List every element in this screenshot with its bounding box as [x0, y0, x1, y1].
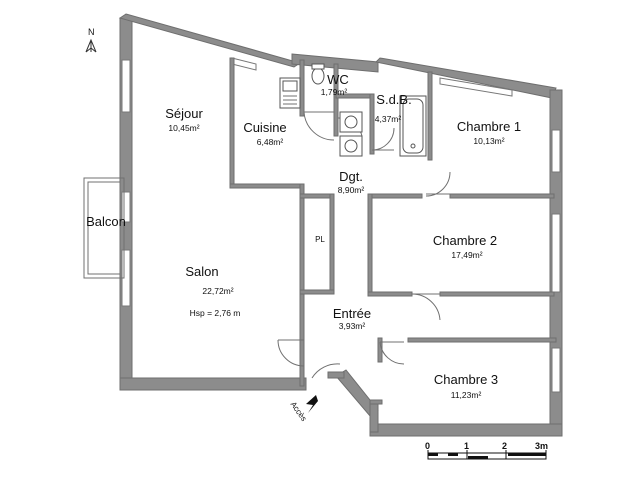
door-entree: [311, 363, 341, 379]
toilet: [311, 67, 325, 85]
room-chambre3-area: 11,23m²: [451, 390, 482, 400]
windows: [121, 57, 561, 393]
north-arrow: N: [85, 27, 97, 53]
room-chambre1-name: Chambre 1: [457, 119, 521, 134]
scale-label-3m: 3m: [535, 441, 548, 451]
room-chambre3-name: Chambre 3: [434, 372, 498, 387]
north-label: N: [88, 27, 95, 37]
door-sdb: [371, 127, 395, 151]
fixtures: [279, 63, 427, 157]
room-chambre2-name: Chambre 2: [433, 233, 497, 248]
interior-walls: [229, 57, 557, 405]
room-balcon-name: Balcon: [86, 214, 126, 229]
room-salon-note: Hsp = 2,76 m: [190, 308, 241, 318]
scale-label-2: 2: [502, 441, 507, 451]
room-entree-area: 3,93m²: [339, 321, 366, 331]
access-label: Accès: [289, 400, 309, 423]
window-sejour: [121, 59, 131, 113]
room-labels: Séjour 10,45m² Cuisine 6,48m² WC 1,79m² …: [86, 72, 521, 400]
door-salon: [277, 339, 305, 367]
room-sejour-area: 10,45m²: [168, 123, 199, 133]
door-chambre3: [379, 341, 405, 365]
room-wc-area: 1,79m²: [321, 87, 348, 97]
room-cuisine-area: 6,48m²: [257, 137, 284, 147]
door-chambre2: [411, 293, 441, 321]
room-sejour-name: Séjour: [165, 106, 203, 121]
window-chambre3: [551, 347, 561, 393]
window-chambre2: [551, 213, 561, 293]
room-cuisine-name: Cuisine: [243, 120, 286, 135]
room-pl-name: PL: [315, 235, 325, 244]
door-kitchen: [303, 111, 335, 141]
room-wc-name: WC: [327, 72, 349, 87]
window-chambre1: [551, 129, 561, 173]
room-sdb-area: 4,37m²: [375, 114, 402, 124]
room-salon-area: 22,72m²: [202, 286, 233, 296]
room-chambre2-area: 17,49m²: [451, 250, 482, 260]
room-entree-name: Entrée: [333, 306, 371, 321]
window-salon-1: [121, 191, 131, 223]
scale-bar: 0 1 2 3m: [425, 441, 548, 460]
door-chambre1: [425, 171, 451, 197]
room-salon-name: Salon: [185, 264, 218, 279]
doors: [277, 111, 451, 379]
room-dgt-name: Dgt.: [339, 169, 363, 184]
scale-label-0: 0: [425, 441, 430, 451]
balcony: [83, 177, 125, 279]
room-dgt-area: 8,90m²: [338, 185, 365, 195]
window-kitchen: [231, 57, 257, 71]
window-chambre1-top: [439, 77, 513, 97]
room-sdb-name: S.d.B.: [376, 92, 411, 107]
room-chambre1-area: 10,13m²: [473, 136, 504, 146]
scale-label-1: 1: [464, 441, 469, 451]
access-arrow: Accès: [289, 395, 318, 423]
